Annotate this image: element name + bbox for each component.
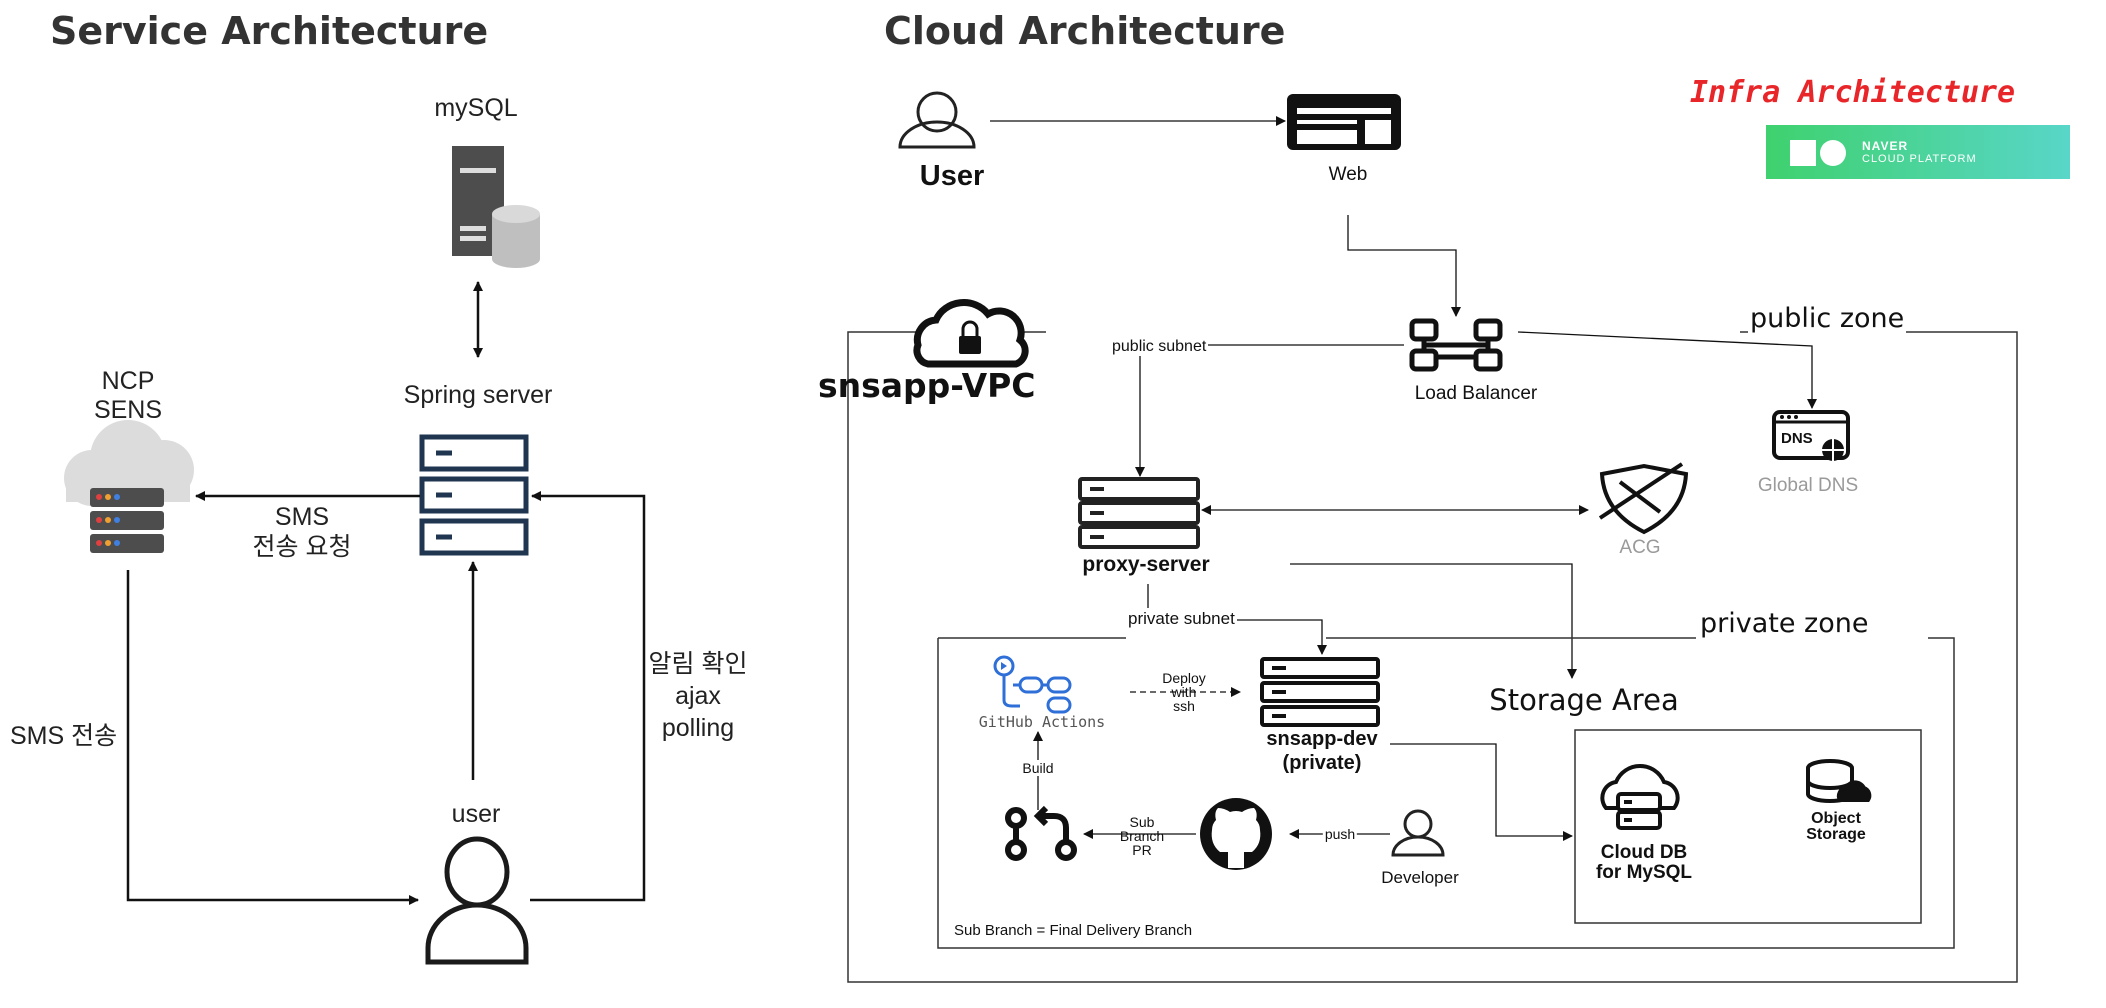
- infra-architecture-title: Infra Architecture: [1690, 75, 2016, 110]
- sms-send-label: SMS 전송: [10, 722, 118, 750]
- global-dns-label: Global DNS: [1757, 475, 1859, 496]
- vpc-cloud-lock-icon: [913, 299, 1029, 368]
- mysql-server-icon: [452, 146, 540, 268]
- public-subnet-label: public subnet: [1110, 338, 1209, 357]
- load-balancer-icon: [1409, 318, 1503, 372]
- cloud-architecture-title: Cloud Architecture: [884, 9, 1286, 53]
- spring-server-icon: [419, 434, 529, 556]
- cloud-db-label-line2: for MySQL: [1595, 862, 1693, 883]
- service-user-icon: [425, 836, 529, 965]
- github-actions-icon: [993, 655, 1072, 714]
- private-zone-label: private zone: [1698, 608, 1871, 640]
- proxy-server-label: proxy-server: [1082, 553, 1210, 576]
- alarm-label-line3: polling: [661, 714, 735, 742]
- sub-branch-pr-line1: Sub: [1129, 814, 1155, 830]
- sms-request-label-line2: 전송 요청: [252, 533, 352, 561]
- cloud-user-label: User: [919, 160, 985, 192]
- object-storage-icon: [1806, 759, 1872, 803]
- snsapp-dev-label-line2: (private): [1282, 752, 1362, 774]
- load-balancer-label: Load Balancer: [1414, 383, 1538, 404]
- cloud-user-icon: [898, 91, 976, 149]
- public-zone-label: public zone: [1748, 303, 1907, 335]
- build-label: Build: [1020, 760, 1056, 777]
- object-storage-label-line1: Object: [1811, 810, 1861, 827]
- ncp-label: NCP: [101, 367, 155, 395]
- dns-badge-text: DNS: [1781, 430, 1813, 447]
- mysql-label: mySQL: [434, 94, 518, 122]
- sms-request-label-line1: SMS: [274, 503, 330, 531]
- spring-server-label: Spring server: [403, 381, 553, 409]
- service-architecture-title: Service Architecture: [50, 9, 489, 53]
- sub-branch-footnote: Sub Branch = Final Delivery Branch: [954, 922, 1193, 939]
- ncp-sens-cloud-icon: [64, 420, 194, 553]
- deploy-label-line3: ssh: [1173, 698, 1195, 714]
- naver-cloud-platform-logo: NAVER CLOUD PLATFORM: [1766, 125, 2070, 179]
- deploy-label-line2: with: [1171, 684, 1197, 700]
- ncp-logo-circle: [1820, 140, 1846, 166]
- snsapp-dev-server-icon: [1260, 657, 1380, 727]
- snsapp-dev-label-line1: snsapp-dev: [1266, 728, 1378, 750]
- sub-branch-pr-line3: PR: [1132, 842, 1152, 858]
- proxy-server-icon: [1078, 477, 1200, 549]
- ncp-logo-line2: CLOUD PLATFORM: [1862, 153, 1977, 165]
- web-icon: [1287, 94, 1401, 150]
- vpc-label: snsapp-VPC: [818, 366, 1036, 405]
- ncp-logo-line1: NAVER: [1862, 139, 1909, 153]
- acg-shield-icon: [1598, 462, 1689, 535]
- developer-icon: [1391, 809, 1445, 857]
- github-icon: [1200, 798, 1272, 870]
- alarm-label-line2: ajax: [675, 682, 721, 710]
- deploy-label-line1: Deploy: [1162, 670, 1206, 686]
- storage-area-label: Storage Area: [1489, 683, 1679, 717]
- ncp-logo-square: [1790, 140, 1816, 166]
- global-dns-icon: DNS: [1772, 410, 1850, 461]
- developer-label: Developer: [1381, 868, 1459, 887]
- git-pull-request-icon: [1005, 805, 1077, 861]
- sens-label: SENS: [93, 396, 163, 424]
- alarm-label-line1: 알림 확인: [648, 650, 748, 678]
- private-subnet-label: private subnet: [1126, 609, 1237, 629]
- push-label: push: [1322, 826, 1358, 843]
- sub-branch-pr-line2: Branch: [1119, 828, 1165, 844]
- acg-label: ACG: [1619, 537, 1661, 558]
- service-user-label: user: [451, 800, 501, 828]
- cloud-db-label-line1: Cloud DB: [1600, 842, 1688, 863]
- web-label: Web: [1328, 164, 1368, 185]
- github-actions-label: GitHub Actions: [978, 713, 1106, 731]
- object-storage-label-line2: Storage: [1806, 826, 1866, 843]
- cloud-db-icon: [1600, 764, 1680, 830]
